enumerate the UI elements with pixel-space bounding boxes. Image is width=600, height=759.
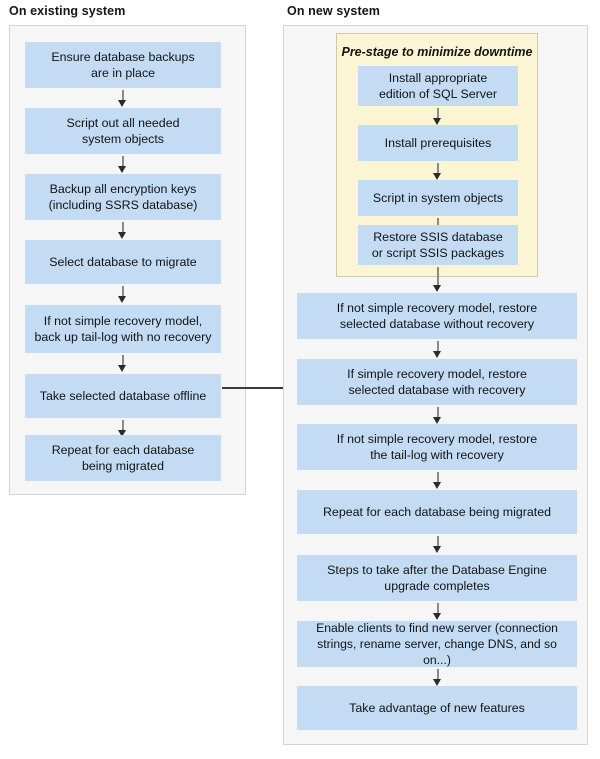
node-install-prerequisites[interactable]: Install prerequisites (358, 125, 518, 161)
arrow-down-icon (432, 407, 443, 424)
node-repeat-each-database-migrated[interactable]: Repeat for each database being migrated (297, 490, 577, 534)
node-script-in-system-objects[interactable]: Script in system objects (358, 180, 518, 216)
arrow-down-icon (117, 355, 128, 372)
node-enable-clients-find-new-server[interactable]: Enable clients to find new server (conne… (297, 621, 577, 667)
arrow-down-icon (432, 267, 443, 292)
node-restore-with-recovery[interactable]: If simple recovery model, restore select… (297, 359, 577, 405)
node-script-out-system-objects[interactable]: Script out all needed system objects (25, 108, 221, 154)
node-restore-without-recovery[interactable]: If not simple recovery model, restore se… (297, 293, 577, 339)
node-take-advantage-new-features[interactable]: Take advantage of new features (297, 686, 577, 730)
arrow-down-icon (432, 472, 443, 489)
arrow-down-icon (432, 669, 443, 686)
arrow-down-icon (432, 108, 443, 125)
arrow-down-icon (432, 536, 443, 553)
arrow-down-icon (117, 156, 128, 173)
arrow-down-icon (117, 90, 128, 107)
column-title-existing-system: On existing system (9, 4, 126, 18)
node-ensure-database-backups[interactable]: Ensure database backups are in place (25, 42, 221, 88)
arrow-down-icon (432, 603, 443, 620)
node-restore-ssis-database[interactable]: Restore SSIS database or script SSIS pac… (358, 225, 518, 265)
arrow-down-icon (432, 163, 443, 180)
node-backup-tail-log-no-recovery[interactable]: If not simple recovery model, back up ta… (25, 305, 221, 353)
node-select-database-to-migrate[interactable]: Select database to migrate (25, 240, 221, 284)
prestage-title: Pre-stage to minimize downtime (341, 45, 533, 59)
node-post-upgrade-steps[interactable]: Steps to take after the Database Engine … (297, 555, 577, 601)
arrow-down-icon (117, 420, 128, 437)
column-title-new-system: On new system (287, 4, 380, 18)
node-take-database-offline[interactable]: Take selected database offline (25, 374, 221, 418)
arrow-down-icon (432, 341, 443, 358)
arrow-down-icon (117, 286, 128, 303)
node-restore-tail-log-with-recovery[interactable]: If not simple recovery model, restore th… (297, 424, 577, 470)
arrow-down-icon (117, 222, 128, 239)
node-install-sql-server-edition[interactable]: Install appropriate edition of SQL Serve… (358, 66, 518, 106)
node-repeat-for-each-database[interactable]: Repeat for each database being migrated (25, 435, 221, 481)
node-backup-encryption-keys[interactable]: Backup all encryption keys (including SS… (25, 174, 221, 220)
